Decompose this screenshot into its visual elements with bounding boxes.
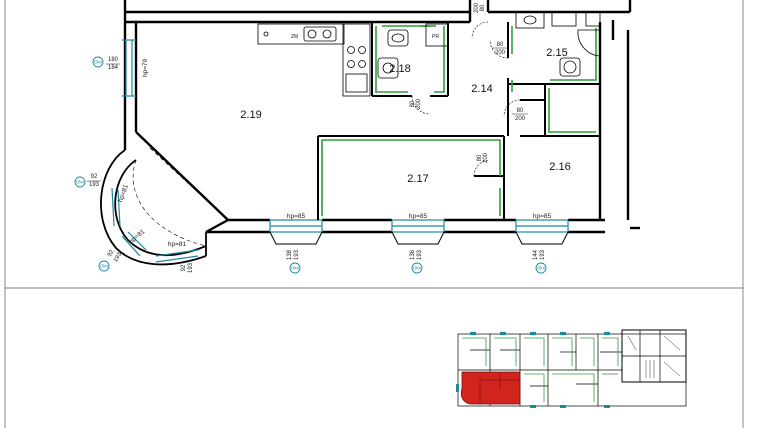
window-height-w3: hp=85 — [533, 213, 552, 220]
window-dim-left-b: 184 — [108, 65, 119, 71]
window-height-w2: hp=85 — [409, 213, 428, 220]
window-dim-w3-a: 144 — [533, 249, 539, 260]
door-dim-top-a: 80 — [497, 42, 504, 48]
room-label-2-16: 2.16 — [549, 161, 570, 173]
window-marker-w1: Okn — [291, 266, 300, 271]
window-marker-bay1: Okn — [76, 180, 85, 185]
key-plan-highlight-lines — [479, 372, 520, 404]
fixture-label-pr: PR — [432, 34, 439, 40]
door-dim-218-a: 80 — [410, 100, 416, 107]
room-label-2-15: 2.15 — [546, 47, 567, 59]
bay-opening-line — [149, 147, 229, 221]
window-dim-left-a: 180 — [108, 57, 119, 63]
key-plan-finish — [462, 337, 619, 402]
window-sills — [269, 231, 569, 245]
window-marker-w2: Okn — [413, 266, 422, 271]
window-dim-w3-b: 193 — [540, 249, 546, 260]
window-markers: Okn Okn Okn Okn Okn Okn — [74, 56, 547, 274]
room-2-15-fixtures — [515, 11, 601, 77]
window-height-bay-mid: hp=81 — [128, 228, 147, 245]
outer-walls — [123, 0, 640, 234]
door-dim-217-a: 80 — [477, 154, 483, 161]
window-height-bay-top: hp=81 — [117, 183, 130, 203]
room-2-18-fixtures — [377, 23, 449, 79]
bay-glazing — [111, 187, 199, 263]
window-marker-w3: Okn — [537, 266, 546, 271]
window-dim-bay1-b: 193 — [89, 182, 100, 188]
key-plan-highlight — [460, 371, 521, 405]
bottom-windows — [269, 219, 569, 233]
kitchen-fixtures — [257, 23, 371, 97]
door-swings — [411, 21, 521, 177]
key-plan-windows — [456, 332, 610, 408]
window-dim-bay2-a: 92 — [107, 249, 116, 258]
room-label-2-14: 2.14 — [471, 83, 492, 95]
window-dim-w1-a: 138 — [287, 249, 293, 260]
window-dim-bay2-b: 193 — [113, 251, 124, 263]
room-label-2-17: 2.17 — [407, 173, 428, 185]
room-label-2-18: 2.18 — [389, 63, 410, 75]
door-dim-217-b: 200 — [483, 152, 489, 163]
window-dim-w1-b: 193 — [294, 249, 300, 260]
window-height-w1: hp=85 — [287, 213, 306, 220]
window-dim-bay1-a: 92 — [91, 174, 98, 180]
window-dim-bay3-a: 92 — [181, 264, 187, 271]
door-dim-218-b: 200 — [416, 98, 422, 109]
room-label-2-19: 2.19 — [240, 109, 261, 121]
window-dim-w2-b: 193 — [417, 249, 423, 260]
bay-opening-curve — [132, 159, 207, 247]
window-marker-left: Okn — [94, 60, 103, 65]
bay-window — [100, 149, 207, 266]
window-dim-bay3-b: 193 — [188, 262, 194, 273]
door-dim-top-b: 200 — [495, 50, 506, 56]
window-dim-w2-a: 136 — [410, 249, 416, 260]
sheet-frame — [4, 0, 744, 428]
left-window — [122, 39, 136, 97]
door-dim-214-a: 80 — [517, 108, 524, 114]
door-dim-top-right-b: 80 — [480, 4, 486, 11]
window-height-bay-bottom: hp=81 — [168, 241, 187, 248]
window-marker-bay2: Okn — [100, 264, 109, 269]
door-dim-214-b: 200 — [515, 116, 526, 122]
interior-walls — [317, 22, 600, 220]
finish-lines — [321, 25, 597, 216]
key-plan-stairs — [627, 335, 681, 378]
fixture-label-zm: ZM — [291, 34, 298, 40]
door-dim-top-right-a: 200 — [474, 2, 480, 13]
window-height-left: hp=79 — [142, 58, 149, 77]
